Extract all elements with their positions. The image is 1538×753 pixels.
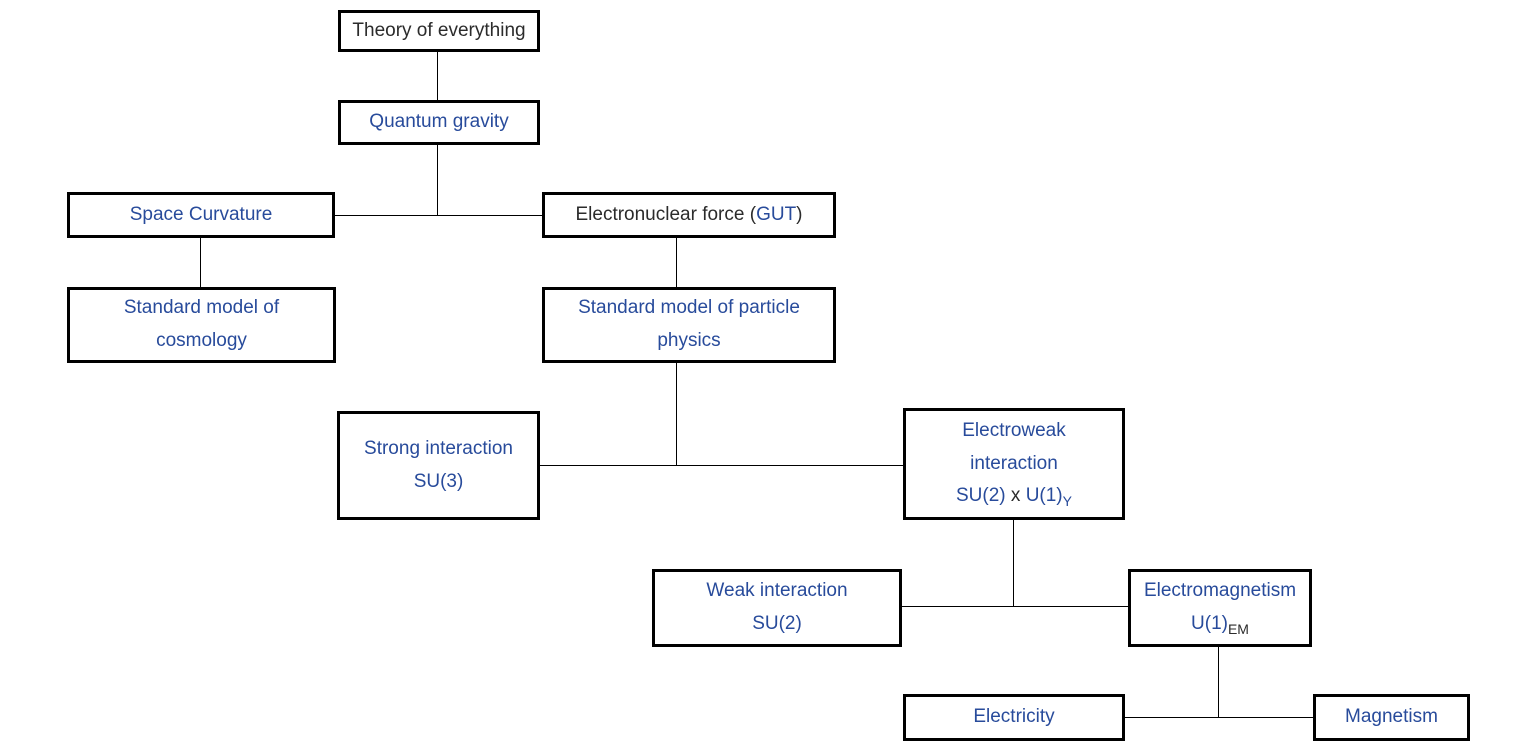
strong-interaction-link[interactable]: Strong interaction — [364, 437, 513, 459]
space-curvature-link[interactable]: Space Curvature — [129, 203, 273, 225]
connector-space-electronuclear — [335, 215, 542, 216]
cosmology-link-line2[interactable]: cosmology — [156, 330, 247, 351]
connector-theory-quantum — [437, 52, 438, 100]
connector-quantum-branch — [437, 145, 438, 215]
node-electroweak-interaction: Electroweak interaction SU(2) x U(1)Y — [903, 408, 1125, 520]
node-space-curvature: Space Curvature — [67, 192, 335, 238]
connector-electroweak-branch — [1013, 520, 1014, 606]
u1em-subscript: EM — [1227, 620, 1249, 637]
u1y-link[interactable]: U(1) — [1025, 485, 1063, 507]
connector-particle-branch — [676, 363, 677, 465]
node-theory-of-everything-label: Theory of everything — [352, 19, 526, 41]
u1em-link[interactable]: U(1) — [1191, 613, 1228, 634]
quantum-gravity-link[interactable]: Quantum gravity — [369, 111, 509, 133]
node-magnetism: Magnetism — [1313, 694, 1470, 741]
connector-space-cosmology — [200, 238, 201, 287]
electroweak-link-line2[interactable]: interaction — [970, 452, 1058, 474]
electroweak-group-label: SU(2) x U(1)Y — [956, 480, 1072, 513]
connector-electronuclear-particle — [676, 238, 677, 287]
connector-electricity-magnetism — [1125, 717, 1313, 718]
node-weak-interaction: Weak interaction SU(2) — [652, 569, 902, 647]
particle-physics-link-line2[interactable]: physics — [657, 330, 721, 351]
gut-link[interactable]: GUT — [756, 203, 797, 225]
connector-strong-electroweak — [540, 465, 903, 466]
electromagnetism-link[interactable]: Electromagnetism — [1143, 580, 1297, 602]
su2-link[interactable]: SU(2) — [956, 485, 1006, 507]
node-electromagnetism: Electromagnetism U(1)EM — [1128, 569, 1312, 647]
electroweak-link-line1[interactable]: Electroweak — [962, 419, 1066, 441]
node-quantum-gravity: Quantum gravity — [338, 100, 540, 145]
node-electricity: Electricity — [903, 694, 1125, 741]
weak-interaction-group-label[interactable]: SU(2) — [752, 613, 802, 634]
cosmology-link-line1[interactable]: Standard model of — [123, 297, 280, 319]
electronuclear-label-prefix: Electronuclear force ( — [575, 203, 757, 225]
electromagnetism-group-label: U(1)EM — [1191, 608, 1249, 641]
node-standard-model-particle-physics: Standard model of particle physics — [542, 287, 836, 363]
times-symbol: x — [1005, 485, 1026, 507]
node-electronuclear-force: Electronuclear force (GUT) — [542, 192, 836, 238]
connector-electromagnetism-branch — [1218, 647, 1219, 717]
electronuclear-label-suffix: ) — [796, 203, 803, 225]
strong-interaction-group-label[interactable]: SU(3) — [413, 470, 464, 492]
magnetism-link[interactable]: Magnetism — [1345, 706, 1438, 728]
node-strong-interaction: Strong interaction SU(3) — [337, 411, 540, 520]
node-theory-of-everything: Theory of everything — [338, 10, 540, 52]
electricity-link[interactable]: Electricity — [973, 706, 1055, 728]
particle-physics-link-line1[interactable]: Standard model of particle — [578, 297, 800, 319]
node-standard-model-cosmology: Standard model of cosmology — [67, 287, 336, 363]
connector-weak-electromagnetism — [902, 606, 1128, 607]
weak-interaction-link[interactable]: Weak interaction — [706, 580, 848, 602]
electronuclear-label: Electronuclear force (GUT) — [575, 199, 802, 232]
u1y-subscript: Y — [1062, 493, 1072, 510]
